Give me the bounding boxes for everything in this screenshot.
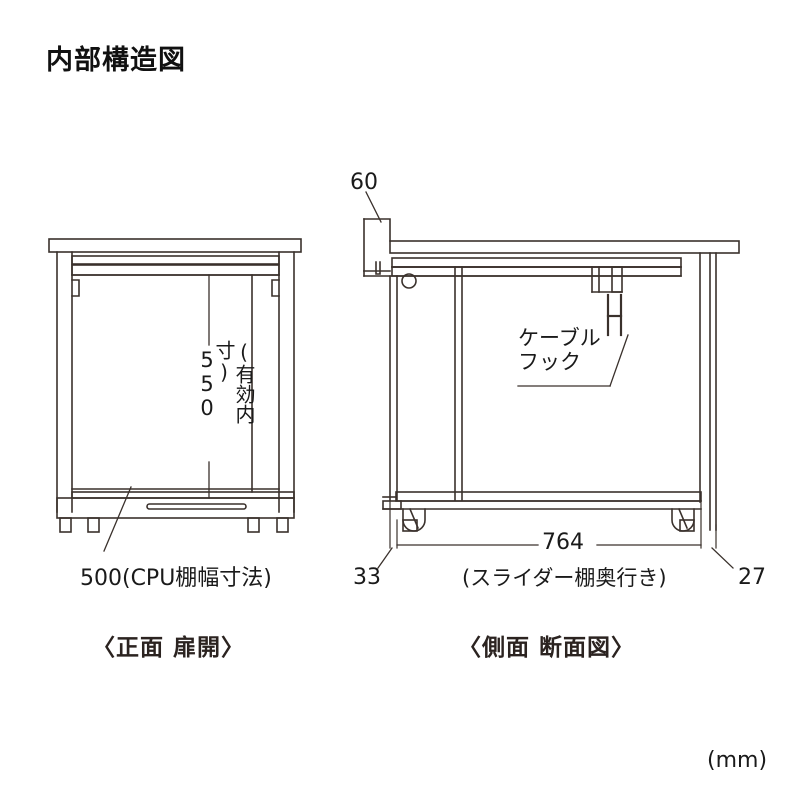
front-cpu-shelf-leader (103, 486, 132, 552)
side-depth-note: (スライダー棚奥行き) (462, 566, 667, 590)
front-bottom-shelf (56, 488, 295, 519)
cable-hook-label-line1: ケーブル (518, 326, 601, 350)
side-depth-dimension: 764 (542, 530, 584, 555)
side-front-overhang-bracket (363, 218, 391, 277)
cable-hook-label-line2: フック (518, 350, 581, 375)
front-height-note: (有効内寸) (212, 340, 256, 424)
side-hook-support-rail (591, 266, 623, 293)
front-legs (59, 517, 289, 533)
cable-hook-shape (606, 293, 623, 337)
side-overhang-leader (365, 191, 382, 223)
side-bottom-shelf (382, 491, 702, 510)
front-right-panel (271, 251, 295, 513)
page-title: 内部構造図 (46, 45, 186, 76)
front-height-value: 550 (195, 348, 219, 420)
side-rear-offset-dimension: 27 (738, 565, 766, 590)
front-upper-rails (71, 255, 280, 276)
front-top-slab (48, 238, 302, 253)
side-vertical-frames (389, 252, 717, 531)
side-overhang-dimension: 60 (350, 170, 378, 195)
side-caster-rear (671, 507, 695, 532)
front-height-dimension: 550 (有効内寸) (195, 340, 256, 458)
side-view-caption: 〈側面 断面図〉 (458, 635, 636, 661)
front-cpu-shelf-dimension: 500(CPU棚幅寸法) (80, 566, 272, 591)
unit-note: (mm) (707, 748, 768, 773)
cable-hook-label: ケーブル フック (518, 326, 601, 374)
side-slider-shelf-rails (363, 257, 682, 277)
side-front-offset-dimension: 33 (353, 565, 381, 590)
side-roller-circle (401, 273, 417, 289)
side-caster-front (402, 507, 426, 532)
front-view-caption: 〈正面 扉開〉 (92, 635, 246, 661)
front-left-panel (56, 251, 80, 513)
side-top-slab (389, 240, 740, 254)
